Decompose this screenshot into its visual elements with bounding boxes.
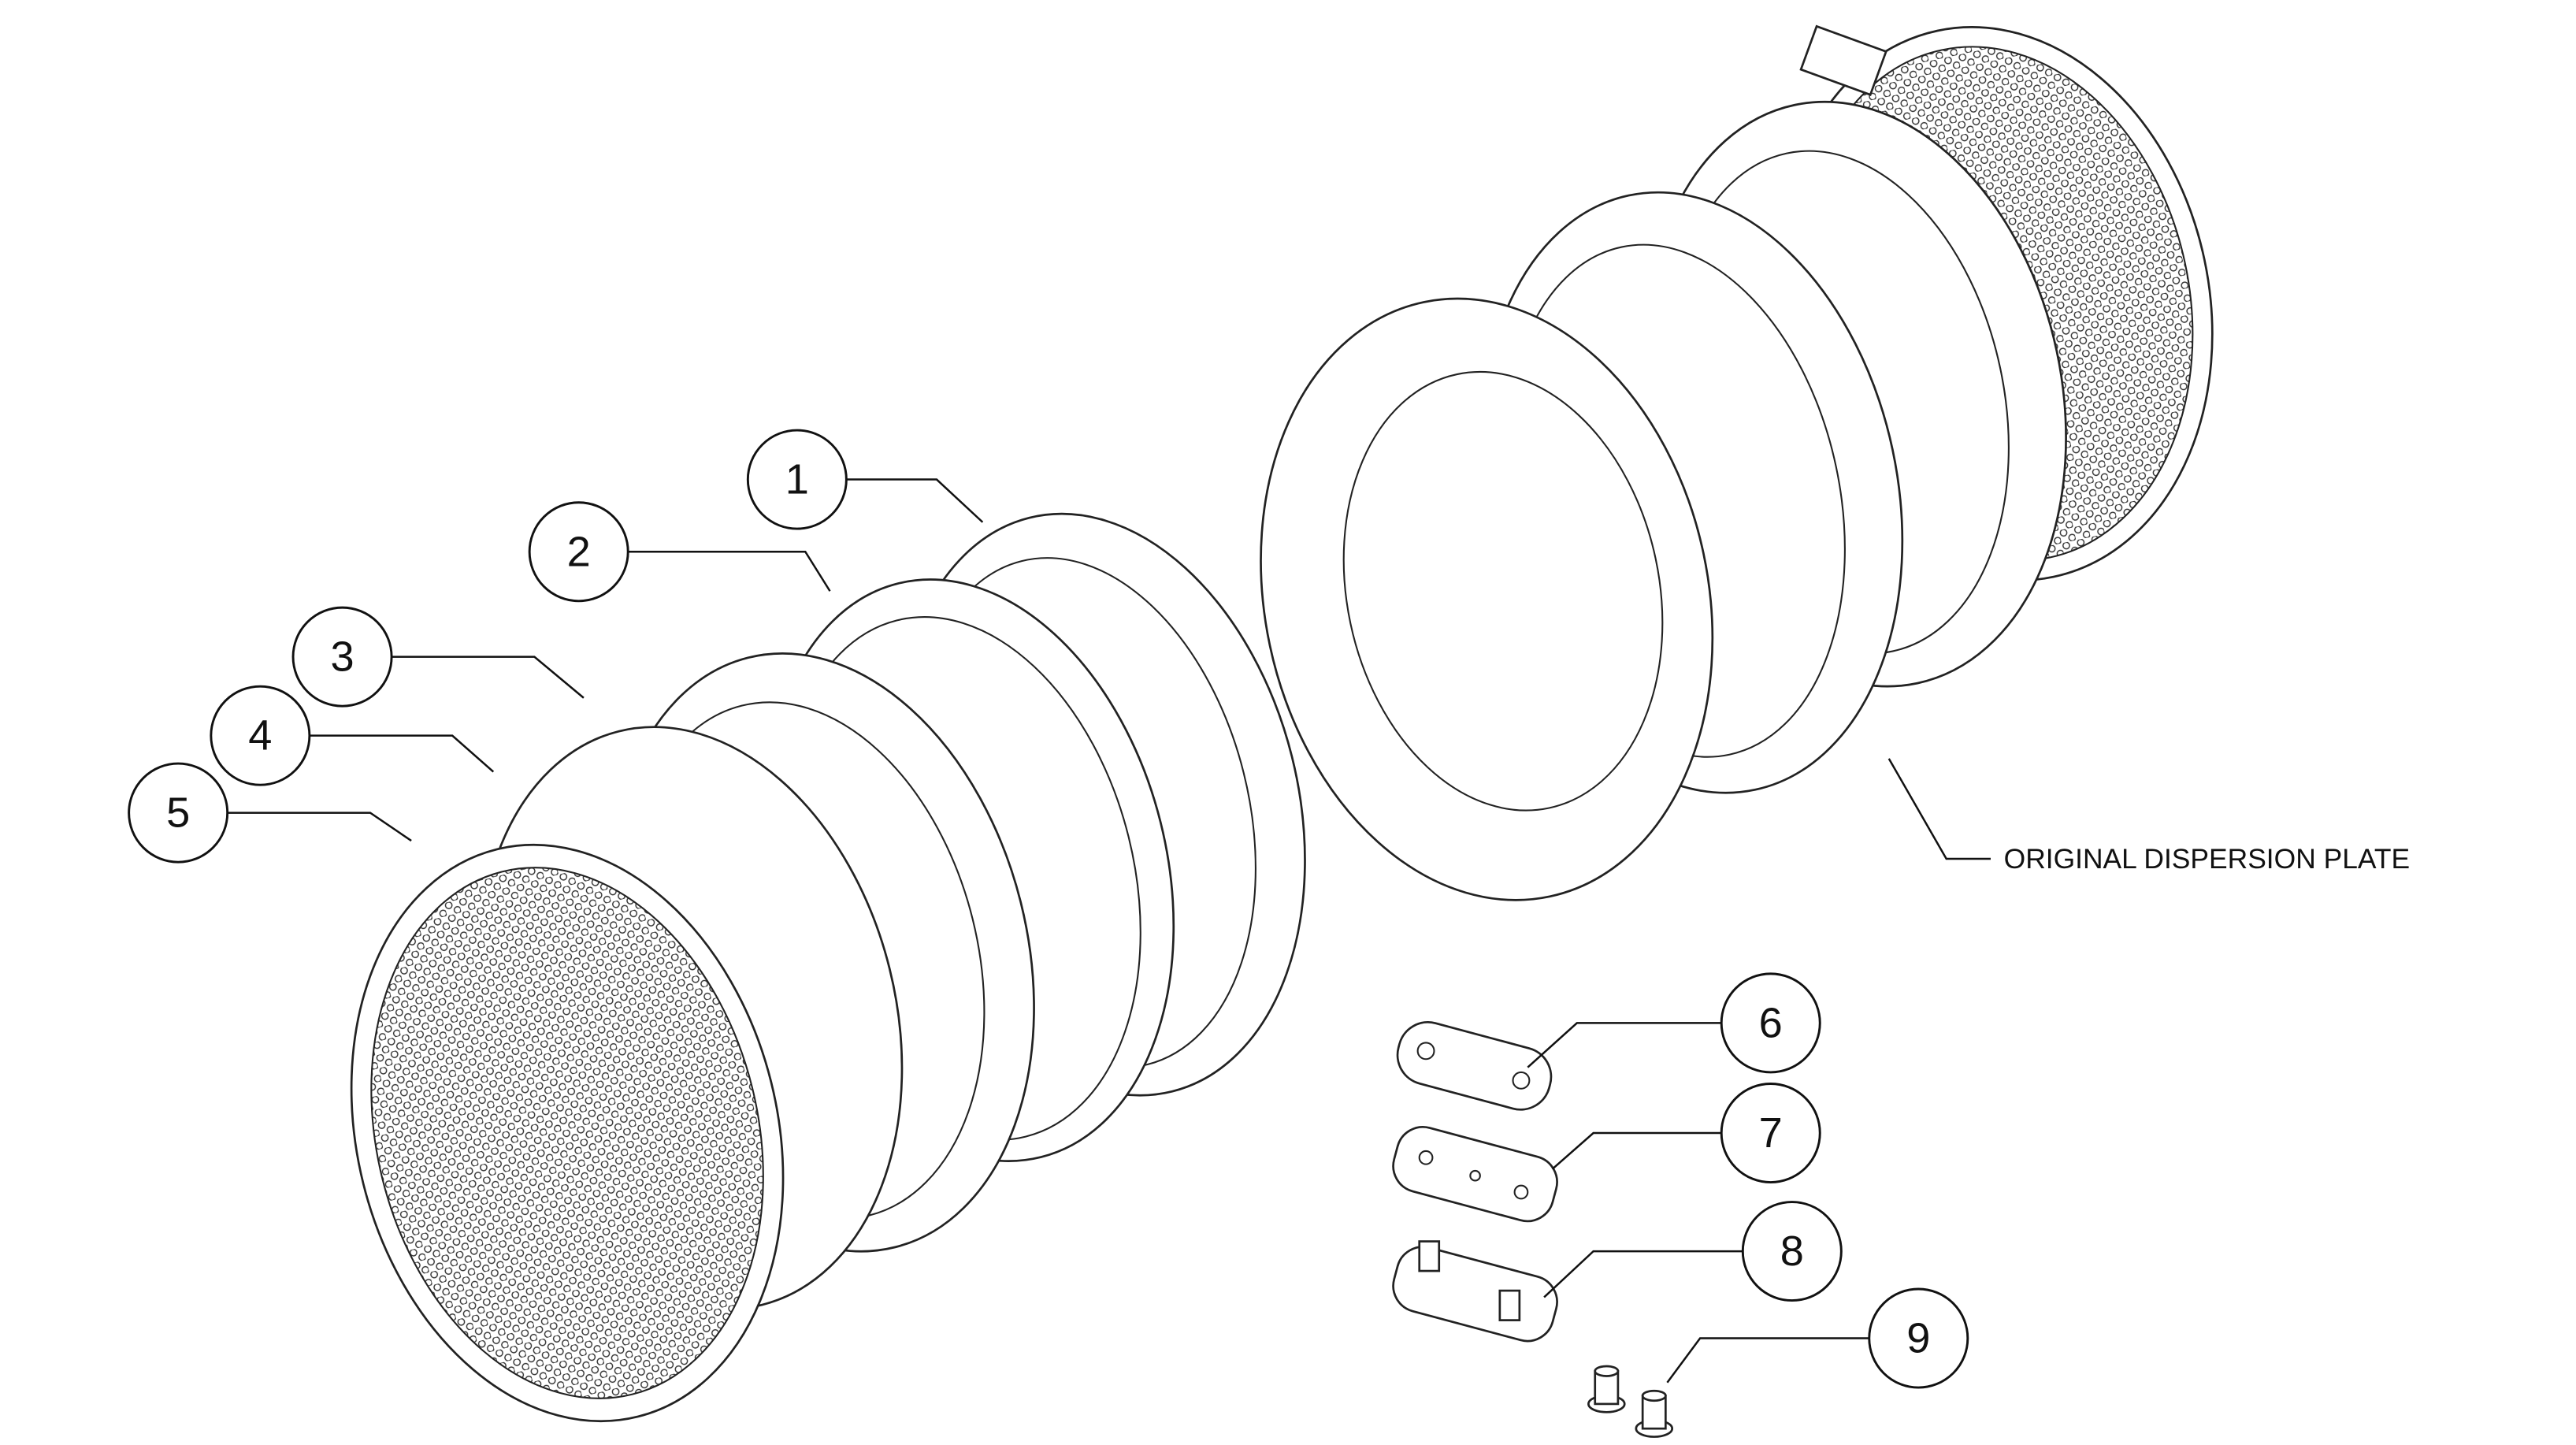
callout-number: 9	[1906, 1315, 1930, 1362]
callout-6: 6	[1720, 972, 1821, 1074]
callout-number: 7	[1759, 1109, 1783, 1157]
callout-8: 8	[1741, 1201, 1843, 1302]
callout-4: 4	[210, 685, 311, 786]
part-9-bushing	[1635, 1389, 1674, 1438]
part-7-clamp-block	[1392, 1126, 1558, 1223]
callout-number: 1	[785, 456, 809, 503]
original-dispersion-plate-assembly	[1260, 24, 2214, 901]
callout-3: 3	[291, 606, 393, 708]
callout-number: 6	[1759, 999, 1783, 1046]
callout-7: 7	[1720, 1083, 1821, 1184]
part-8-base-with-pins	[1392, 1240, 1558, 1343]
leader-lines	[227, 478, 1991, 1384]
new-plate-assembly	[350, 512, 1306, 1423]
callout-5: 5	[128, 762, 229, 864]
small-parts	[1392, 1021, 1674, 1438]
part-9-bushing	[1587, 1365, 1626, 1413]
callout-number: 8	[1780, 1228, 1804, 1275]
callout-2: 2	[528, 501, 629, 603]
original-dispersion-plate-label: ORIGINAL DISPERSION PLATE	[2004, 843, 2410, 875]
callout-number: 4	[248, 712, 272, 760]
part-6-clamp-plate	[1396, 1021, 1553, 1111]
callout-number: 3	[330, 633, 354, 681]
callout-9: 9	[1868, 1287, 1969, 1389]
callout-number: 2	[567, 528, 591, 575]
callout-1: 1	[746, 429, 848, 530]
callout-number: 5	[166, 789, 190, 837]
